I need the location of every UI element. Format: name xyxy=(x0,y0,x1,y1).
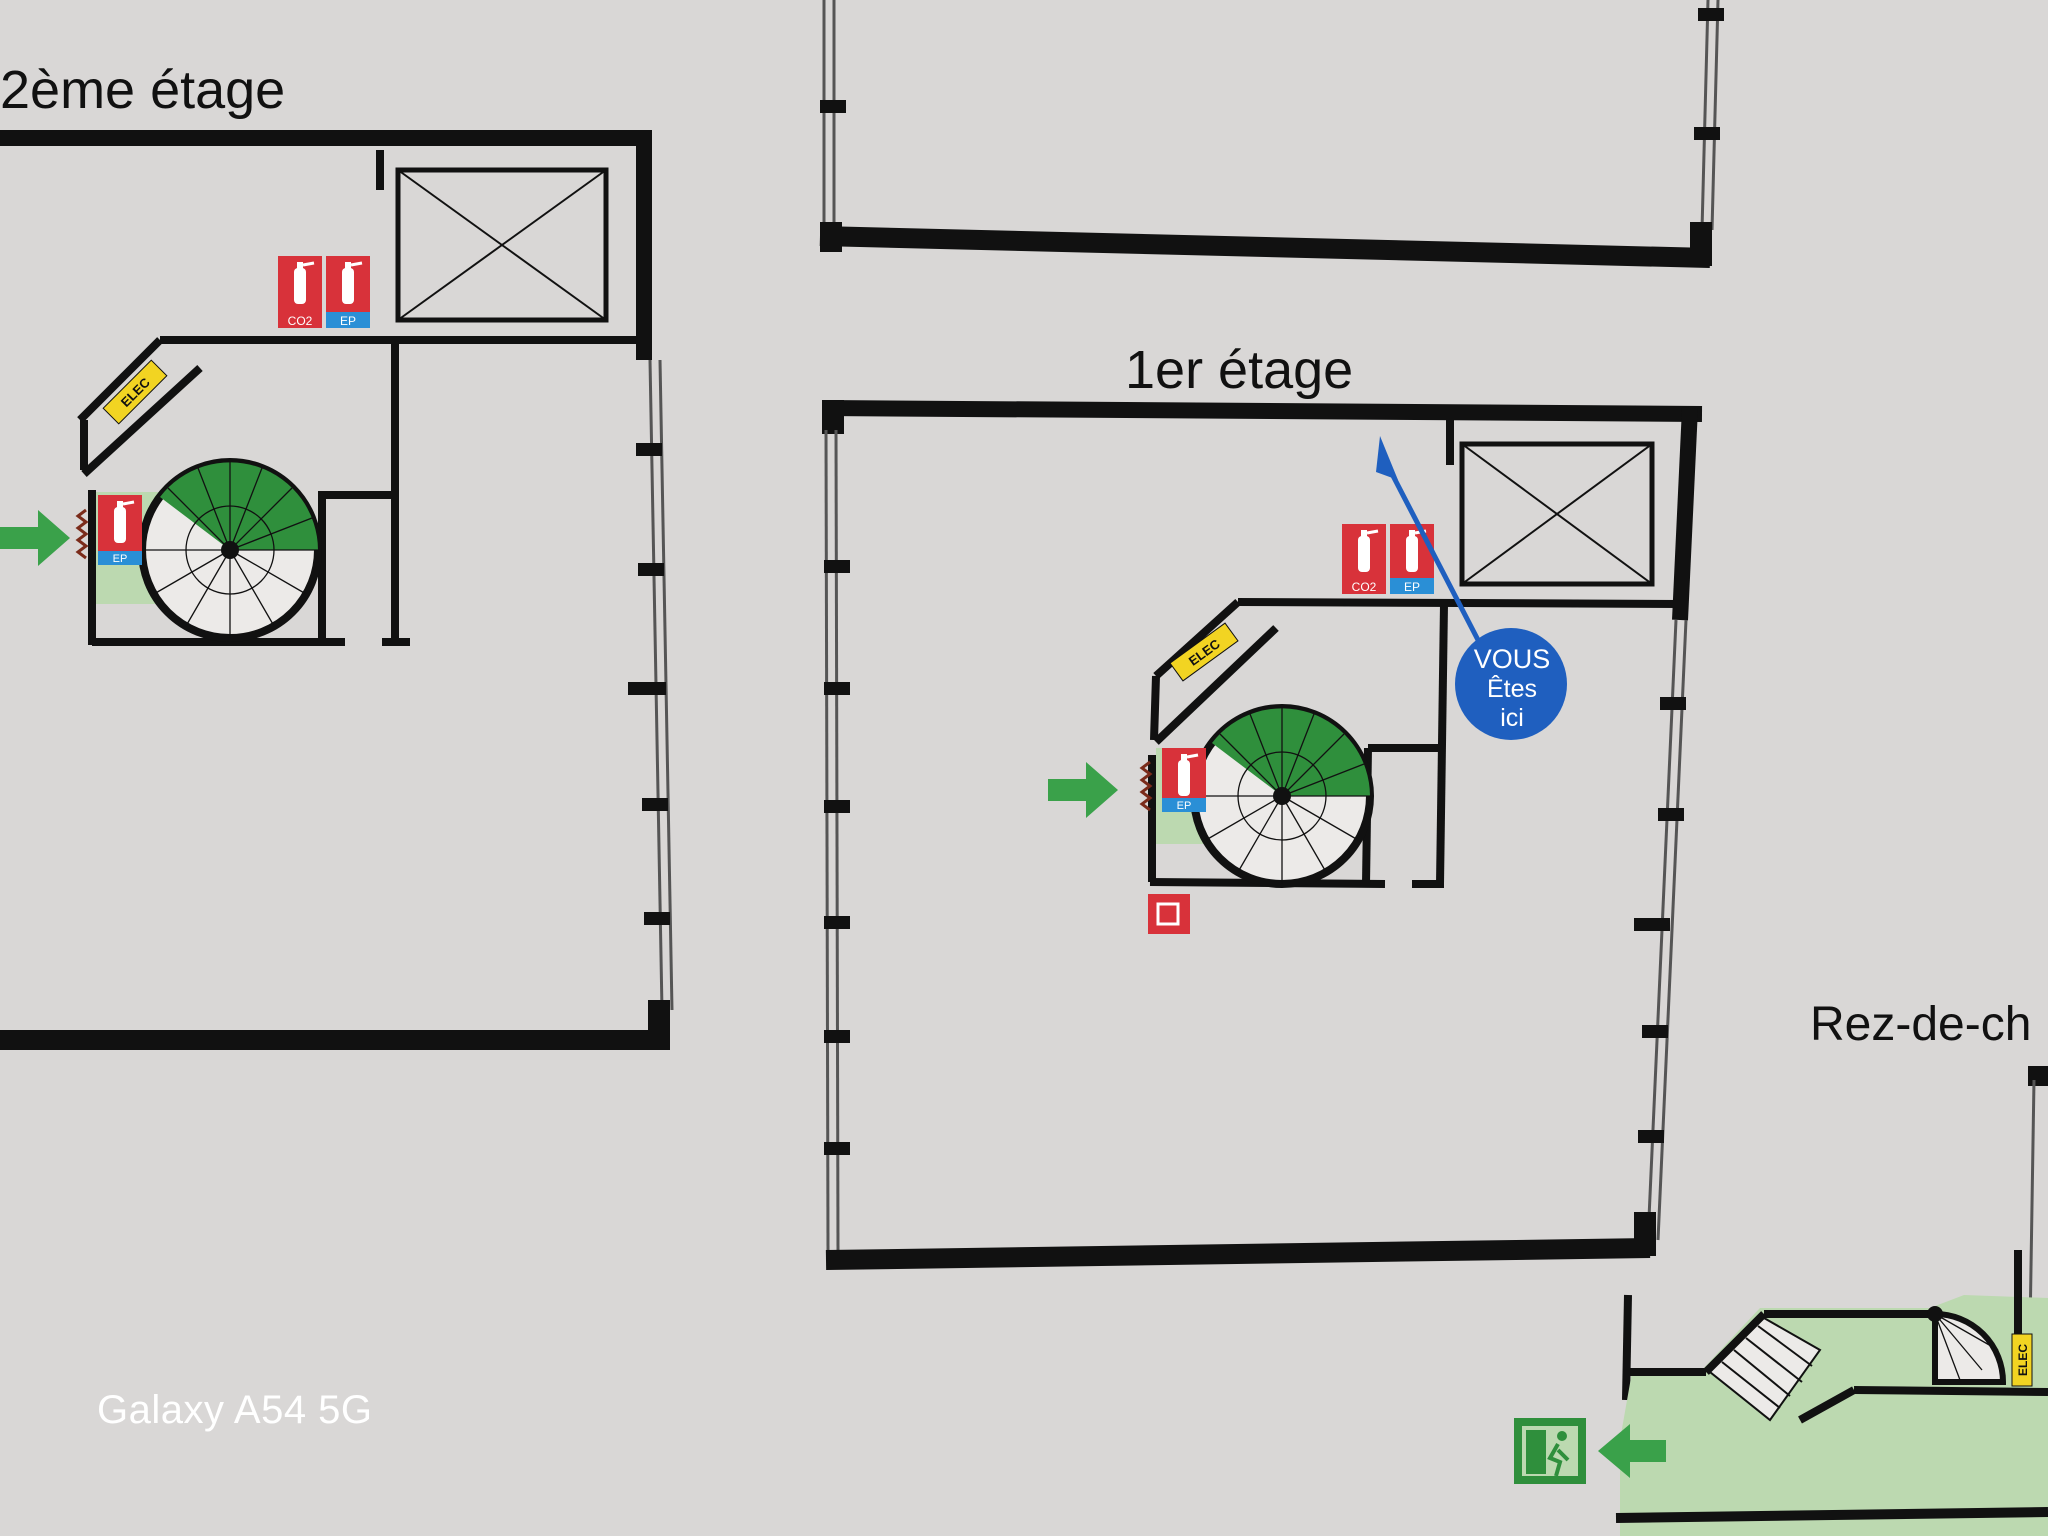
floor-2-plan: 2ème étage xyxy=(0,60,674,1050)
ground-floor-label: Rez-de-ch xyxy=(1810,998,2031,1051)
ep-label-floor2-pair: EP xyxy=(340,314,356,328)
you-are-here-line2: Êtes xyxy=(1487,674,1537,703)
ground-floor-plan: Rez-de-ch ELEC xyxy=(1514,998,2048,1536)
you-are-here-marker: VOUS Êtes ici xyxy=(1455,628,1567,740)
emergency-exit-icon xyxy=(1514,1418,1586,1484)
co2-label-floor2: CO2 xyxy=(288,314,313,328)
camera-watermark: Galaxy A54 5G xyxy=(97,1388,373,1432)
ep-label-floor1: EP xyxy=(1177,800,1192,812)
you-are-here-line1: VOUS xyxy=(1474,644,1551,674)
co2-label-floor1: CO2 xyxy=(1352,580,1377,594)
floor-2-label: 2ème étage xyxy=(0,60,285,120)
you-are-here-line3: ici xyxy=(1500,704,1524,732)
ep-label-floor2: EP xyxy=(113,553,128,565)
elec-tag-ground: ELEC xyxy=(2016,1344,2030,1376)
upper-room-partial xyxy=(819,0,1724,268)
floor-1-label: 1er étage xyxy=(1125,340,1353,400)
ep-label-floor1-pair: EP xyxy=(1404,580,1420,594)
floor-1-plan: 1er étage xyxy=(822,340,1703,1270)
